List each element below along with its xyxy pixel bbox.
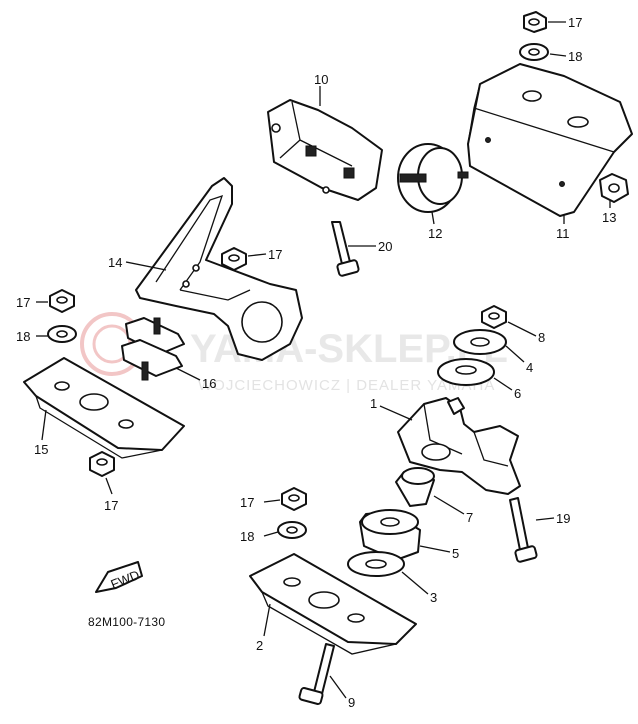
- callout-13: 13: [602, 210, 616, 225]
- part-15-plate: [23, 357, 185, 459]
- callout-3: 3: [430, 590, 437, 605]
- part-11-cover: [467, 63, 633, 217]
- nut-17-below-plate: [89, 451, 115, 477]
- callout-7: 7: [466, 510, 473, 525]
- callout-18-lower: 18: [240, 529, 254, 544]
- part-14-side-bracket: [135, 177, 303, 361]
- callout-20: 20: [378, 239, 392, 254]
- callout-16: 16: [202, 376, 216, 391]
- nut-17-lower: [281, 487, 307, 511]
- part-16-rubber-mount: [121, 317, 185, 381]
- part-12-mount-cylinder: [397, 143, 469, 213]
- bolt-9: [298, 643, 335, 705]
- watermark-subtitle: WOJCIECHOWICZ | DEALER YAMAHA: [198, 377, 495, 394]
- callout-labels: 17 18 10 12 11 13 20 17 14 17 18 16 15 1…: [16, 15, 616, 710]
- callout-17-below-plate: 17: [104, 498, 118, 513]
- part-10-upper-bracket: [267, 99, 383, 201]
- fwd-arrow-icon: FWD: [95, 561, 143, 593]
- callout-17-lower: 17: [240, 495, 254, 510]
- nut-17-top: [523, 11, 547, 33]
- washer-3: [347, 551, 405, 577]
- washer-18-left: [47, 325, 77, 343]
- callout-8: 8: [538, 330, 545, 345]
- callout-15: 15: [34, 442, 48, 457]
- leader-lines: [36, 21, 611, 699]
- part-5-bushing: [359, 509, 421, 561]
- part-7-sleeve: [395, 467, 435, 507]
- nut-17-mid: [221, 247, 247, 271]
- washer-18-top: [519, 43, 549, 61]
- callout-18-left: 18: [16, 329, 30, 344]
- diagram-code: 82M100-7130: [88, 615, 165, 629]
- washer-18-lower: [277, 521, 307, 539]
- callout-9: 9: [348, 695, 355, 710]
- callout-17-top: 17: [568, 15, 582, 30]
- nut-13: [599, 173, 629, 203]
- callout-11: 11: [556, 226, 570, 241]
- washer-6: [437, 358, 495, 386]
- callout-14: 14: [108, 255, 122, 270]
- washer-4: [453, 329, 507, 355]
- bolt-19: [509, 497, 538, 563]
- callout-5: 5: [452, 546, 459, 561]
- part-1-bracket: [397, 397, 521, 495]
- callout-4: 4: [526, 360, 533, 375]
- nut-17-left: [49, 289, 75, 313]
- bolt-20: [331, 221, 360, 277]
- callout-10: 10: [314, 72, 328, 87]
- callout-17-left: 17: [16, 295, 30, 310]
- callout-1: 1: [370, 396, 377, 411]
- callout-19: 19: [556, 511, 570, 526]
- callout-17-mid: 17: [268, 247, 282, 262]
- part-2-plate: [249, 553, 417, 655]
- callout-2: 2: [256, 638, 263, 653]
- callout-12: 12: [428, 226, 442, 241]
- callout-18-top: 18: [568, 49, 582, 64]
- callout-6: 6: [514, 386, 521, 401]
- nut-8: [481, 305, 507, 329]
